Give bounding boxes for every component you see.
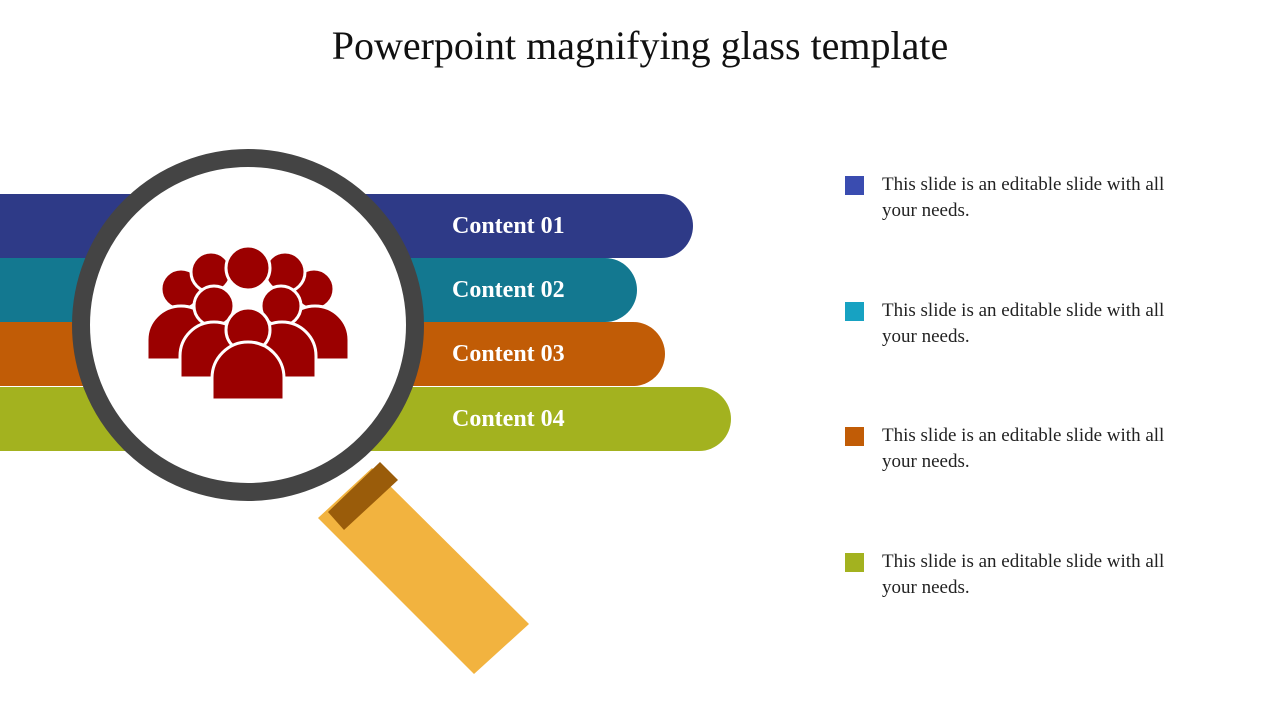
content-band-3[interactable]: Content 03 [0,322,665,386]
legend-swatch-3 [845,427,864,446]
content-band-2[interactable]: Content 02 [0,258,637,322]
legend-text-1: This slide is an editable slide with all… [882,174,1165,221]
slide-title: Powerpoint magnifying glass template [331,23,949,68]
legend-text-2: This slide is an editable slide with all… [882,300,1165,347]
legend-swatch-4 [845,553,864,572]
glass-handle [318,462,529,674]
content-band-3-label: Content 03 [452,340,565,367]
content-band-1[interactable]: Content 01 [0,194,693,258]
legend-swatch-2 [845,302,864,321]
content-band-4[interactable]: Content 04 [0,387,731,451]
content-band-4-label: Content 04 [452,405,565,432]
legend-text-4: This slide is an editable slide with all… [882,551,1165,598]
content-band-1-label: Content 01 [452,212,565,239]
content-band-2-label: Content 02 [452,276,565,303]
legend-text-3: This slide is an editable slide with all… [882,425,1165,472]
legend-swatch-1 [845,176,864,195]
